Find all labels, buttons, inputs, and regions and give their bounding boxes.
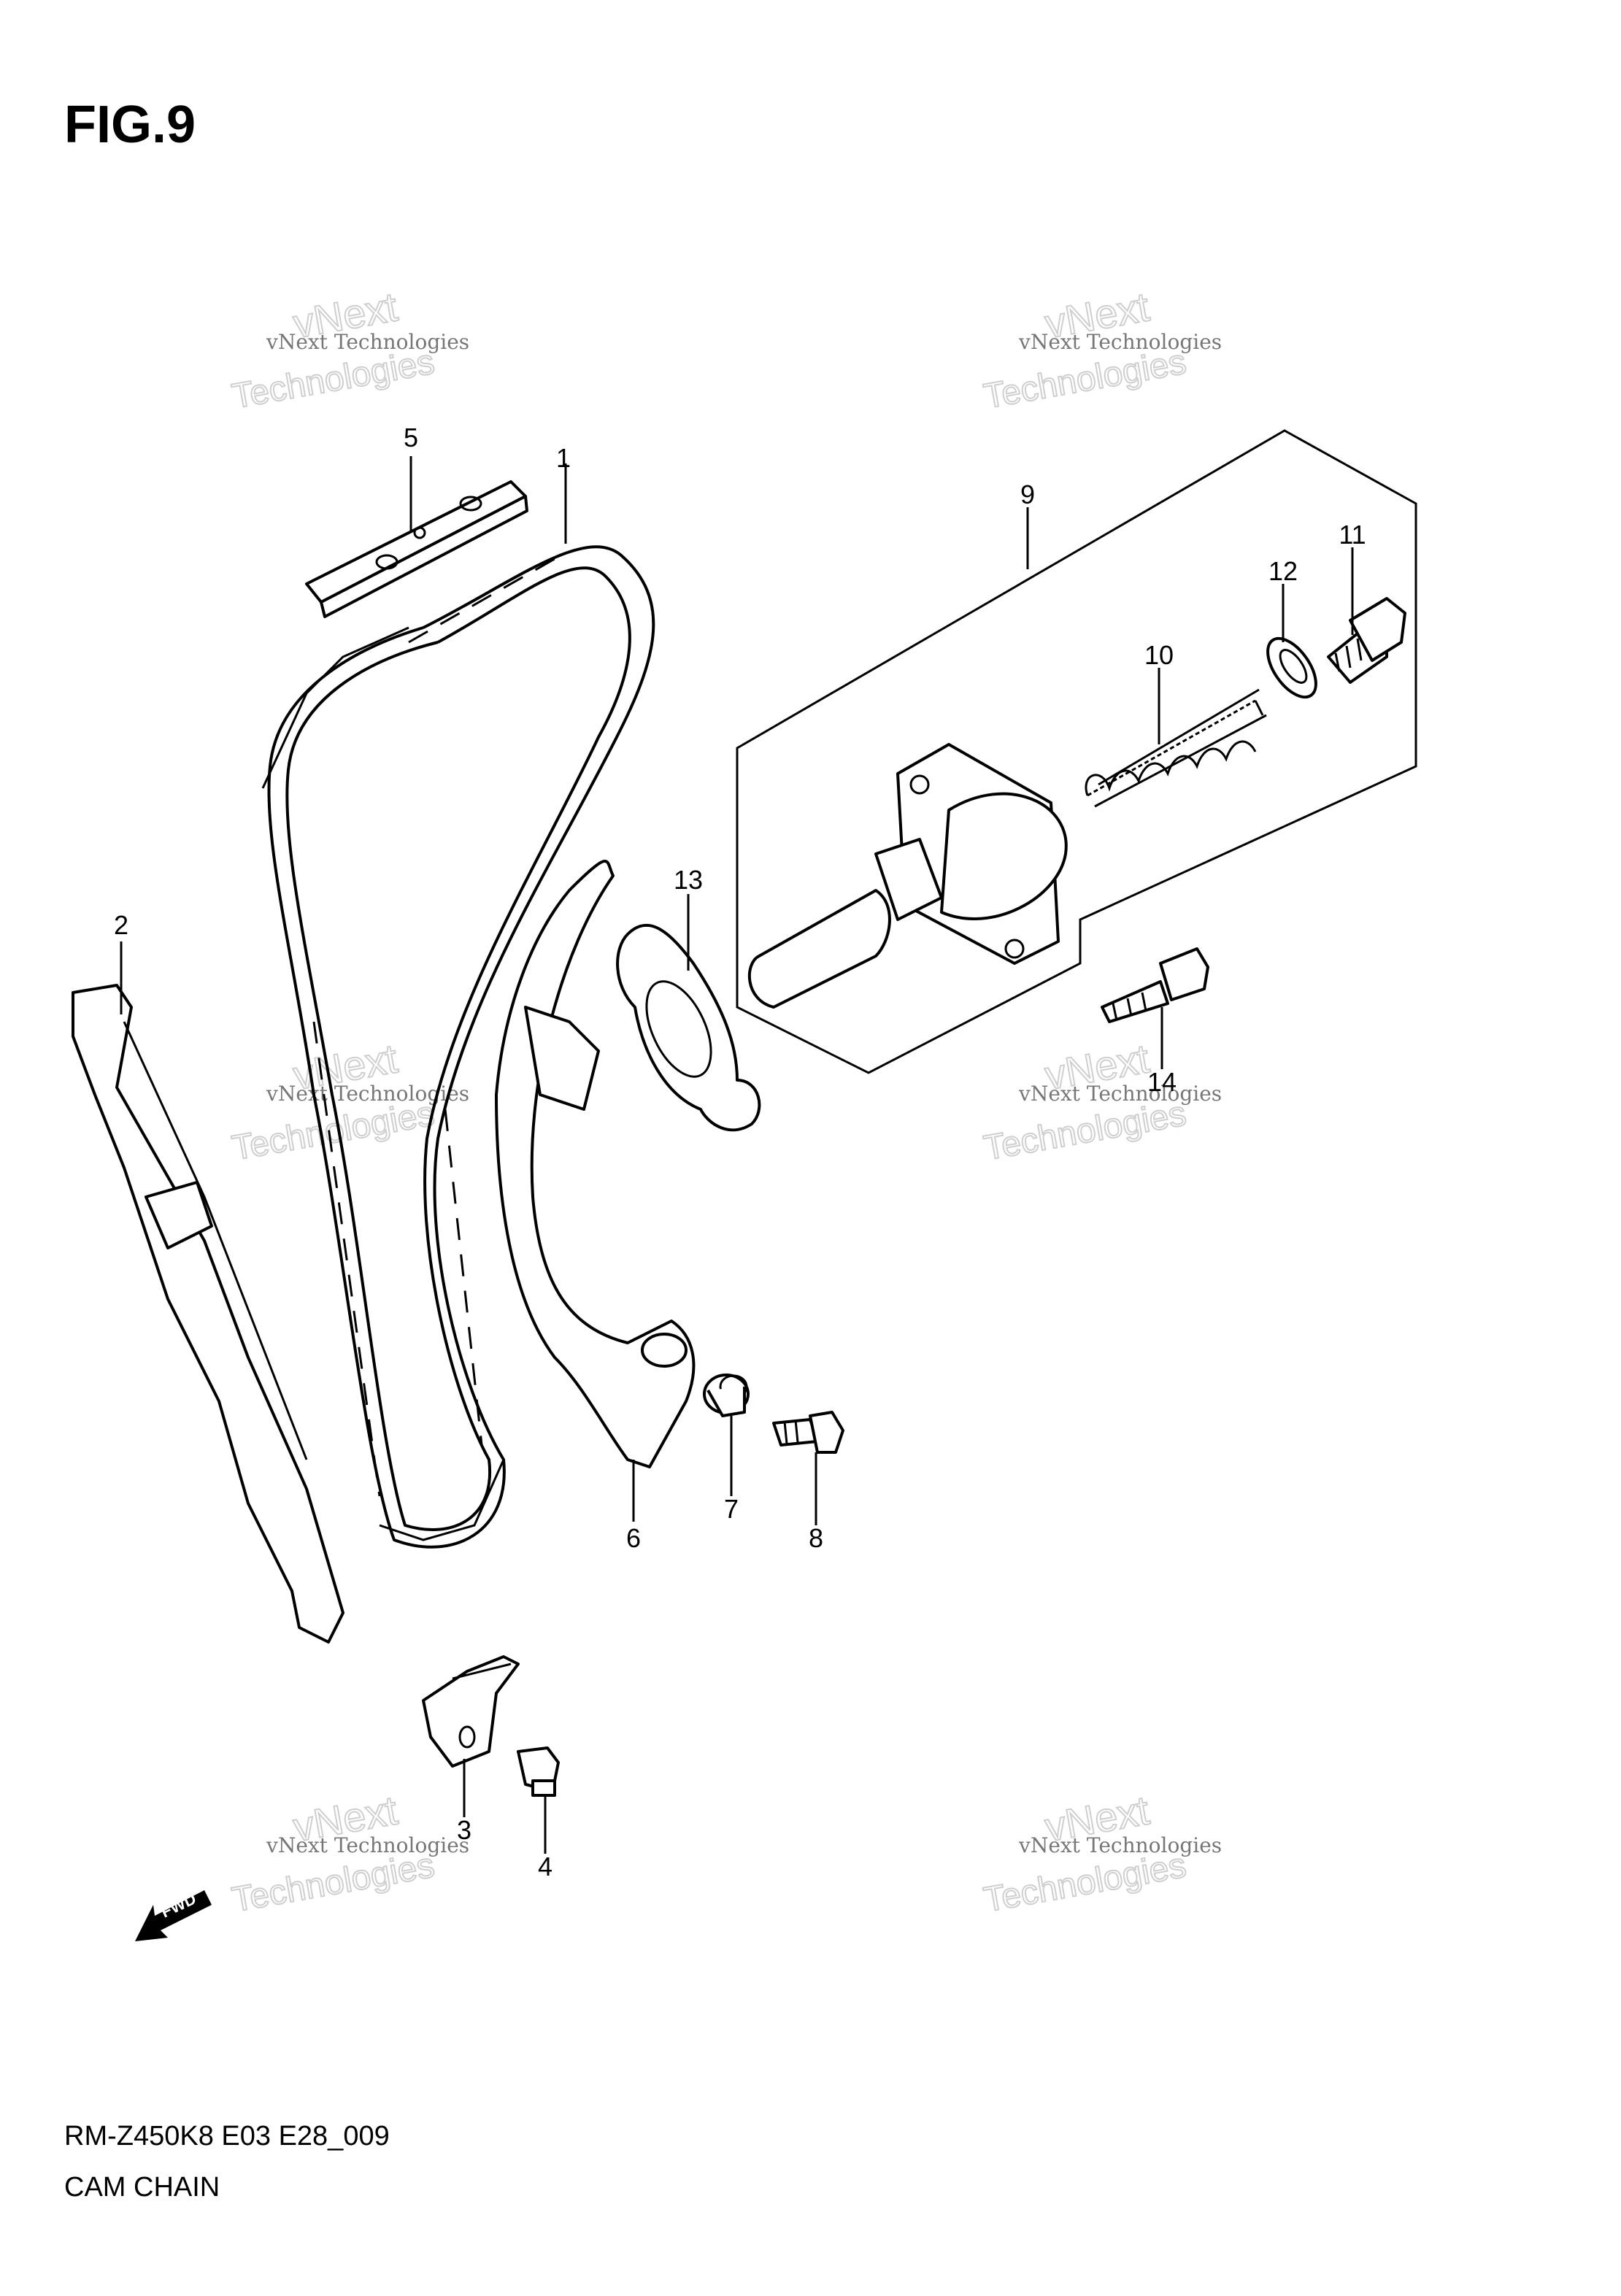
- watermark-text: vNext Technologies: [266, 330, 469, 354]
- bracket-bolt-drawing[interactable]: [517, 1746, 560, 1797]
- callout-numbers: 1 2 3 4 5 6 7 8 9 10 11 12 13 14: [114, 423, 1366, 1881]
- callout-2: 2: [114, 910, 128, 940]
- spring-drawing[interactable]: [1085, 688, 1267, 808]
- callout-13: 13: [674, 865, 703, 895]
- chain-guide-drawing[interactable]: [72, 984, 344, 1644]
- tensioner-bolt-drawing[interactable]: [1101, 947, 1209, 1023]
- cam-chain-drawing[interactable]: [261, 545, 655, 1549]
- callout-14: 14: [1147, 1067, 1177, 1097]
- plug-bolt-drawing[interactable]: [1327, 597, 1406, 684]
- pivot-bolt-drawing[interactable]: [772, 1411, 844, 1454]
- callout-11: 11: [1339, 520, 1366, 550]
- gasket-washer-drawing[interactable]: [1258, 631, 1325, 706]
- callout-4: 4: [538, 1852, 552, 1881]
- callout-8: 8: [809, 1523, 823, 1553]
- callout-1: 1: [556, 443, 571, 473]
- forward-arrow-icon: FWD: [135, 1889, 212, 1941]
- watermark-text: vNext Technologies: [1018, 1082, 1222, 1106]
- callout-5: 5: [404, 423, 418, 452]
- tensioner-assembly-box[interactable]: [736, 429, 1417, 1074]
- callout-6: 6: [626, 1523, 641, 1553]
- top-guide-drawing[interactable]: [305, 480, 528, 618]
- watermark-text: vNext Technologies: [266, 1833, 469, 1857]
- tensioner-gasket-drawing[interactable]: [616, 923, 761, 1132]
- diagram-code: RM-Z450K8 E03 E28_009: [64, 2121, 390, 2151]
- callout-7: 7: [724, 1494, 739, 1524]
- tensioner-guide-drawing[interactable]: [495, 860, 696, 1468]
- watermark-text: vNext Technologies: [1018, 330, 1222, 354]
- callout-leaders: [120, 456, 1354, 1854]
- callout-12: 12: [1268, 556, 1298, 586]
- callout-3: 3: [457, 1815, 471, 1845]
- callout-9: 9: [1020, 479, 1035, 509]
- diagram-name: CAM CHAIN: [64, 2172, 220, 2203]
- guide-bracket-drawing[interactable]: [422, 1655, 520, 1768]
- watermark-text: vNext Technologies: [1018, 1833, 1222, 1857]
- callout-10: 10: [1144, 640, 1174, 670]
- collar-drawing[interactable]: [703, 1374, 750, 1417]
- figure-title: FIG.9: [64, 96, 196, 154]
